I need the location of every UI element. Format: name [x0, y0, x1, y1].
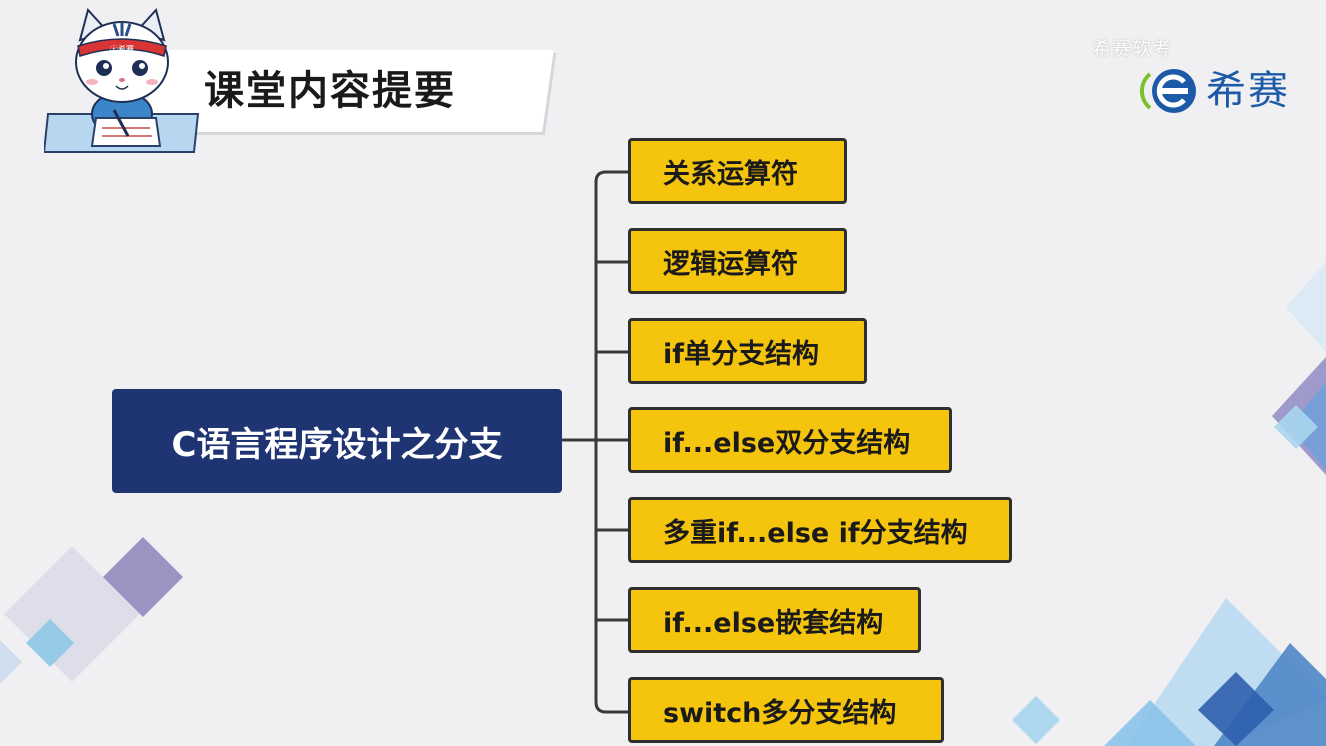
bottom-left-diamonds: [0, 537, 183, 684]
branch-node-if-else: if...else双分支结构: [628, 407, 952, 473]
branch-node-relational-operators: 关系运算符: [628, 138, 847, 204]
branch-node-logical-operators: 逻辑运算符: [628, 228, 847, 294]
page-title: 课堂内容提要: [204, 68, 456, 114]
brand-logo-icon: [1139, 69, 1196, 113]
bottom-right-diamonds: [1012, 598, 1326, 746]
branch-node-if-single: if单分支结构: [628, 318, 867, 384]
cat-mascot-icon: ⓔ希赛: [44, 7, 200, 153]
right-diamonds: [1272, 262, 1326, 475]
mindmap-root-node: C语言程序设计之分支: [112, 389, 562, 493]
watermark: 希赛软考: [1092, 38, 1173, 60]
branch-node-switch: switch多分支结构: [628, 677, 944, 743]
branch-node-nested-if-else: if...else嵌套结构: [628, 587, 921, 653]
mascot-headband-text: ⓔ希赛: [110, 44, 134, 54]
branch-node-multi-if-else-if: 多重if...else if分支结构: [628, 497, 1012, 563]
brand-logo-text: 希赛: [1206, 68, 1290, 114]
